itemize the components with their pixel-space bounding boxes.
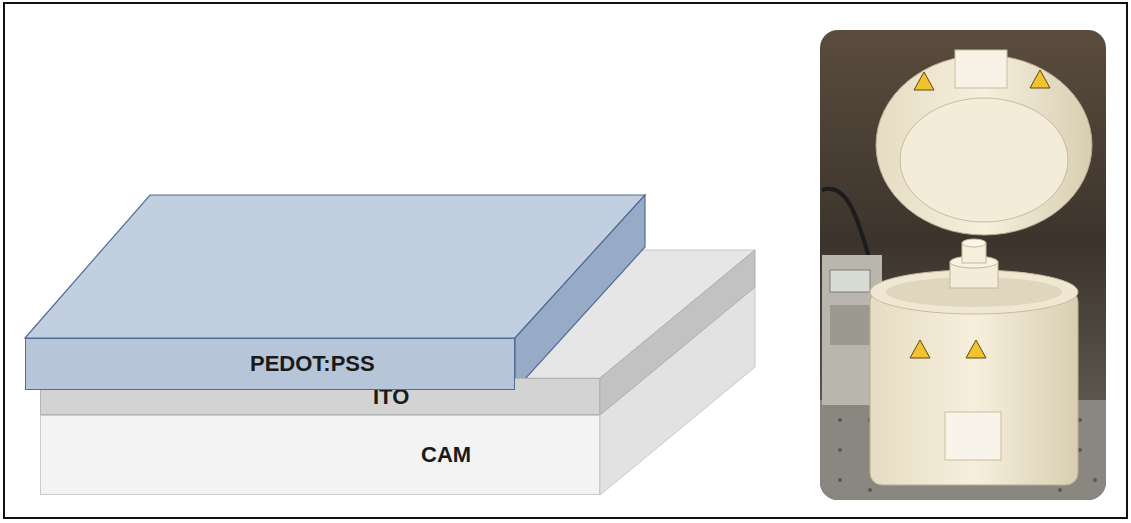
layer-label: CAM: [421, 442, 471, 468]
pedot-side-face: [515, 195, 645, 390]
device-photo: [820, 30, 1106, 500]
cam-layer: CAM: [40, 415, 600, 495]
layer-label: PEDOT:PSS: [250, 351, 375, 377]
frame-border: [4, 3, 1127, 518]
ito-side-face: [600, 250, 755, 415]
pedot-layer: PEDOT:PSS: [25, 338, 515, 390]
